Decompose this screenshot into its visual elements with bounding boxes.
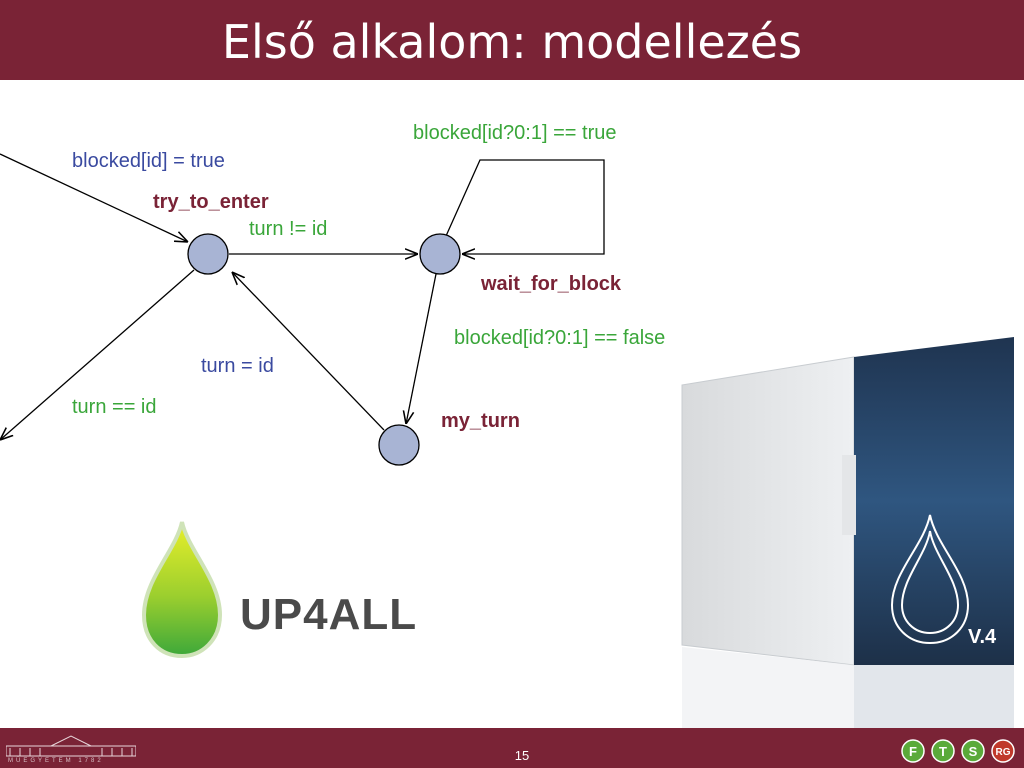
label-wait-self-guard: blocked[id?0:1] == true bbox=[413, 122, 617, 144]
label-try-to-wait-guard: turn != id bbox=[249, 218, 328, 240]
title-bar bbox=[0, 0, 1024, 80]
edge-incoming-try bbox=[0, 153, 188, 242]
state-node-my-turn bbox=[378, 424, 420, 466]
slide-title: Első alkalom: modellezés bbox=[221, 15, 803, 69]
state-name-try-to-enter: try_to_enter bbox=[153, 191, 269, 213]
product-version-label: V.4 bbox=[968, 626, 997, 648]
up4all-wordmark: UP4ALL bbox=[240, 590, 418, 639]
page-number: 15 bbox=[514, 748, 530, 763]
ftsrg-letter-rg: RG bbox=[996, 747, 1011, 758]
edge-wait-to-my bbox=[406, 273, 437, 424]
ftsrg-letter-f: F bbox=[909, 744, 917, 759]
ftsrg-logo: F T S RG bbox=[901, 739, 1015, 763]
footer-bar bbox=[0, 728, 1024, 768]
bme-caption: MŰEGYETEM 1782 bbox=[8, 758, 104, 764]
label-incoming-update: blocked[id] = true bbox=[72, 150, 225, 172]
label-my-to-try-update: turn = id bbox=[201, 355, 274, 377]
label-try-out-guard: turn == id bbox=[72, 396, 157, 418]
bme-building-logo bbox=[6, 735, 136, 757]
state-node-wait-for-block bbox=[419, 233, 461, 275]
ftsrg-letter-t: T bbox=[939, 744, 947, 759]
edge-wait-self-loop bbox=[445, 159, 605, 254]
timed-automaton-diagram bbox=[0, 153, 605, 466]
up4all-drop-logo bbox=[141, 521, 223, 659]
edge-my-to-try bbox=[232, 272, 385, 431]
state-name-wait-for-block: wait_for_block bbox=[481, 273, 622, 295]
label-wait-to-my-guard: blocked[id?0:1] == false bbox=[454, 327, 666, 349]
edge-try-out bbox=[0, 269, 195, 440]
product-box-image: V.4 bbox=[681, 337, 1014, 728]
state-node-try-to-enter bbox=[187, 233, 229, 275]
ftsrg-letter-s: S bbox=[969, 744, 978, 759]
state-name-my-turn: my_turn bbox=[441, 410, 520, 432]
